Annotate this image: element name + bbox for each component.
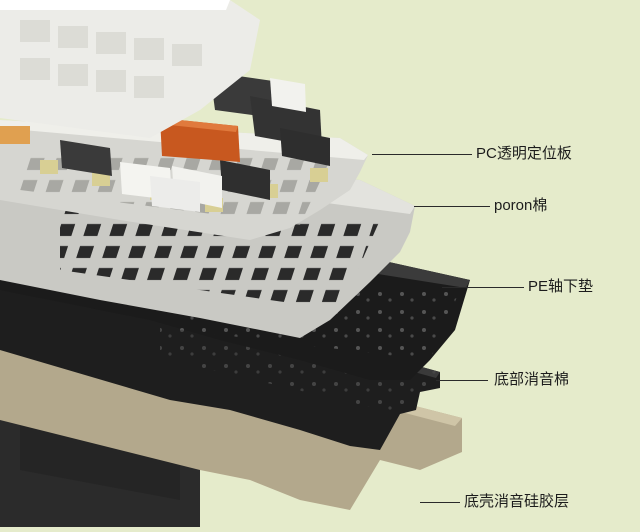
leader-line-bottom-foam	[436, 380, 488, 381]
label-pe-pad: PE轴下垫	[528, 278, 594, 295]
label-silicone-layer: 底壳消音硅胶层	[464, 493, 570, 510]
label-bottom-foam: 底部消音棉	[494, 371, 570, 388]
leader-line-poron	[414, 206, 490, 207]
keycap-row-light	[120, 78, 306, 212]
leader-line-pe-pad	[442, 287, 524, 288]
leader-line-pc-plate	[372, 154, 472, 155]
label-poron: poron棉	[494, 197, 548, 214]
label-pc-plate: PC透明定位板	[476, 145, 572, 162]
leader-line-silicone	[420, 502, 460, 503]
